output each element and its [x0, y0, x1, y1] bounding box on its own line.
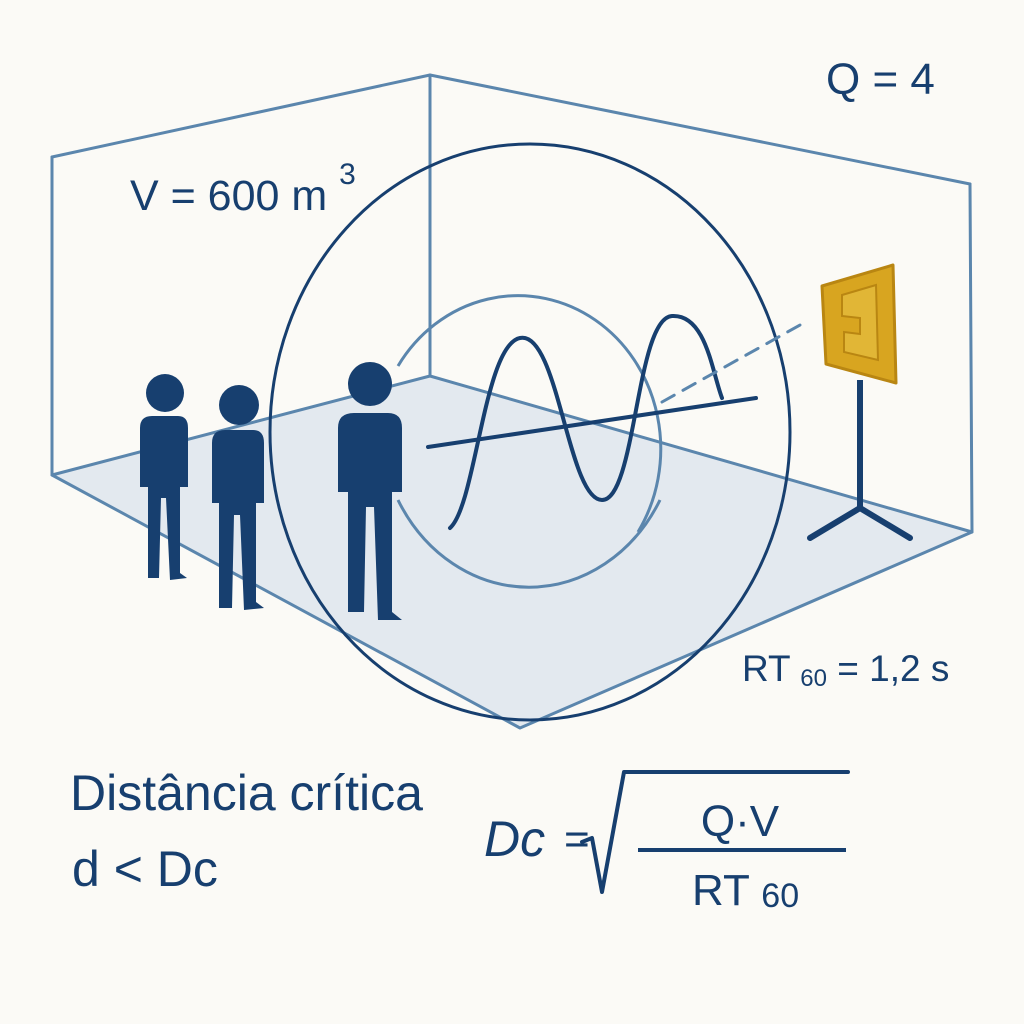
person-icon [338, 362, 402, 620]
dashed-ray [660, 323, 802, 404]
person-icon [140, 374, 188, 580]
q-value-label: Q = 4 [826, 55, 935, 104]
sound-wave-icon [448, 313, 724, 530]
loudspeaker-icon [807, 263, 913, 541]
right-wall-edge [968, 182, 974, 534]
person-icon [212, 385, 264, 610]
critical-distance-outer-circle [268, 142, 792, 722]
distance-condition: d < Dc [72, 841, 218, 897]
speaker-stand-leg [857, 505, 913, 541]
formula-lhs: Dc [484, 811, 545, 867]
volume-exponent: 3 [339, 158, 356, 191]
speaker-stand-leg [807, 505, 863, 541]
critical-distance-inner-arc-lower [396, 499, 662, 589]
critical-distance-inner-arc [396, 294, 663, 533]
square-root-symbol [580, 770, 850, 894]
back-wall-top-edge [428, 73, 972, 186]
speaker-horn [841, 283, 880, 362]
sound-axis-line [426, 396, 758, 449]
formula-numerator: Q·V [701, 797, 780, 846]
formula-den-sub: 60 [761, 877, 799, 915]
diagram-title: Distância crítica [70, 765, 423, 821]
critical-distance-formula: Dc = Q·V RT 60 [484, 770, 850, 915]
rt-subscript: 60 [800, 665, 827, 692]
rt-value: = 1,2 s [837, 648, 949, 689]
volume-value: V = 600 m [130, 172, 327, 220]
formula-denominator: RT 60 [692, 866, 799, 915]
room-walls [50, 73, 974, 534]
left-wall-top-edge [50, 73, 432, 159]
reverberation-time-label: RT 60 = 1,2 s [742, 648, 949, 694]
formula-den-main: RT [692, 866, 749, 915]
volume-label: V = 600 m 3 [130, 158, 356, 220]
rt-prefix: RT [742, 648, 790, 689]
